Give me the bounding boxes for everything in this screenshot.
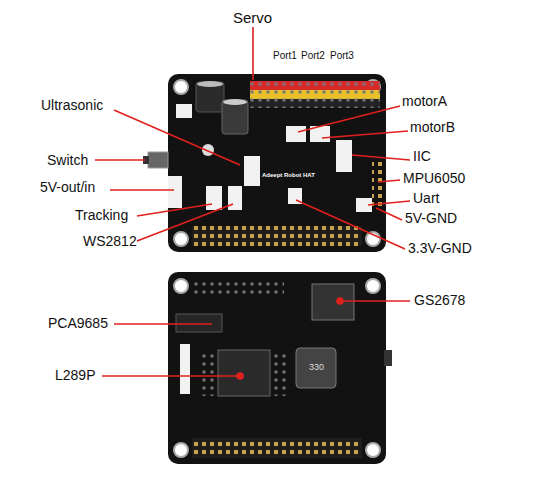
part-label: Servo — [233, 10, 272, 25]
part-label: L289P — [55, 368, 95, 382]
board-marking: Adeept Robot HAT — [262, 172, 315, 178]
board-marking: 330 — [309, 363, 324, 372]
part-label: Switch — [47, 153, 88, 167]
part-label: GS2678 — [414, 293, 465, 307]
part-label: motorB — [410, 120, 455, 134]
part-label: IIC — [413, 149, 431, 163]
leader-lines — [95, 27, 410, 379]
part-label: 5V-out/in — [40, 180, 95, 194]
part-label: Port1 — [273, 51, 297, 61]
part-label: motorA — [402, 94, 447, 108]
part-label: Port3 — [330, 51, 354, 61]
part-label: 3.3V-GND — [408, 241, 472, 255]
part-label: Uart — [413, 191, 439, 205]
part-label: MPU6050 — [403, 171, 465, 185]
part-label: PCA9685 — [48, 316, 108, 330]
part-label: WS2812 — [83, 234, 137, 248]
part-label: Tracking — [75, 208, 128, 222]
part-label: 5V-GND — [405, 211, 457, 225]
part-label: Port2 — [301, 51, 325, 61]
part-label: Ultrasonic — [41, 98, 103, 112]
